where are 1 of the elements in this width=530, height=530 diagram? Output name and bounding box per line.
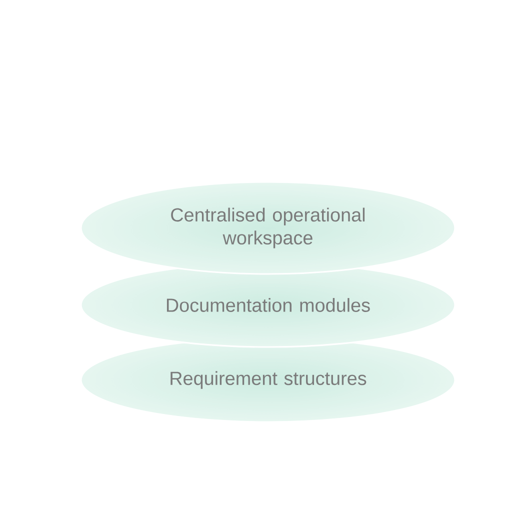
ellipse-layer: Centralised operational workspace xyxy=(80,181,456,275)
